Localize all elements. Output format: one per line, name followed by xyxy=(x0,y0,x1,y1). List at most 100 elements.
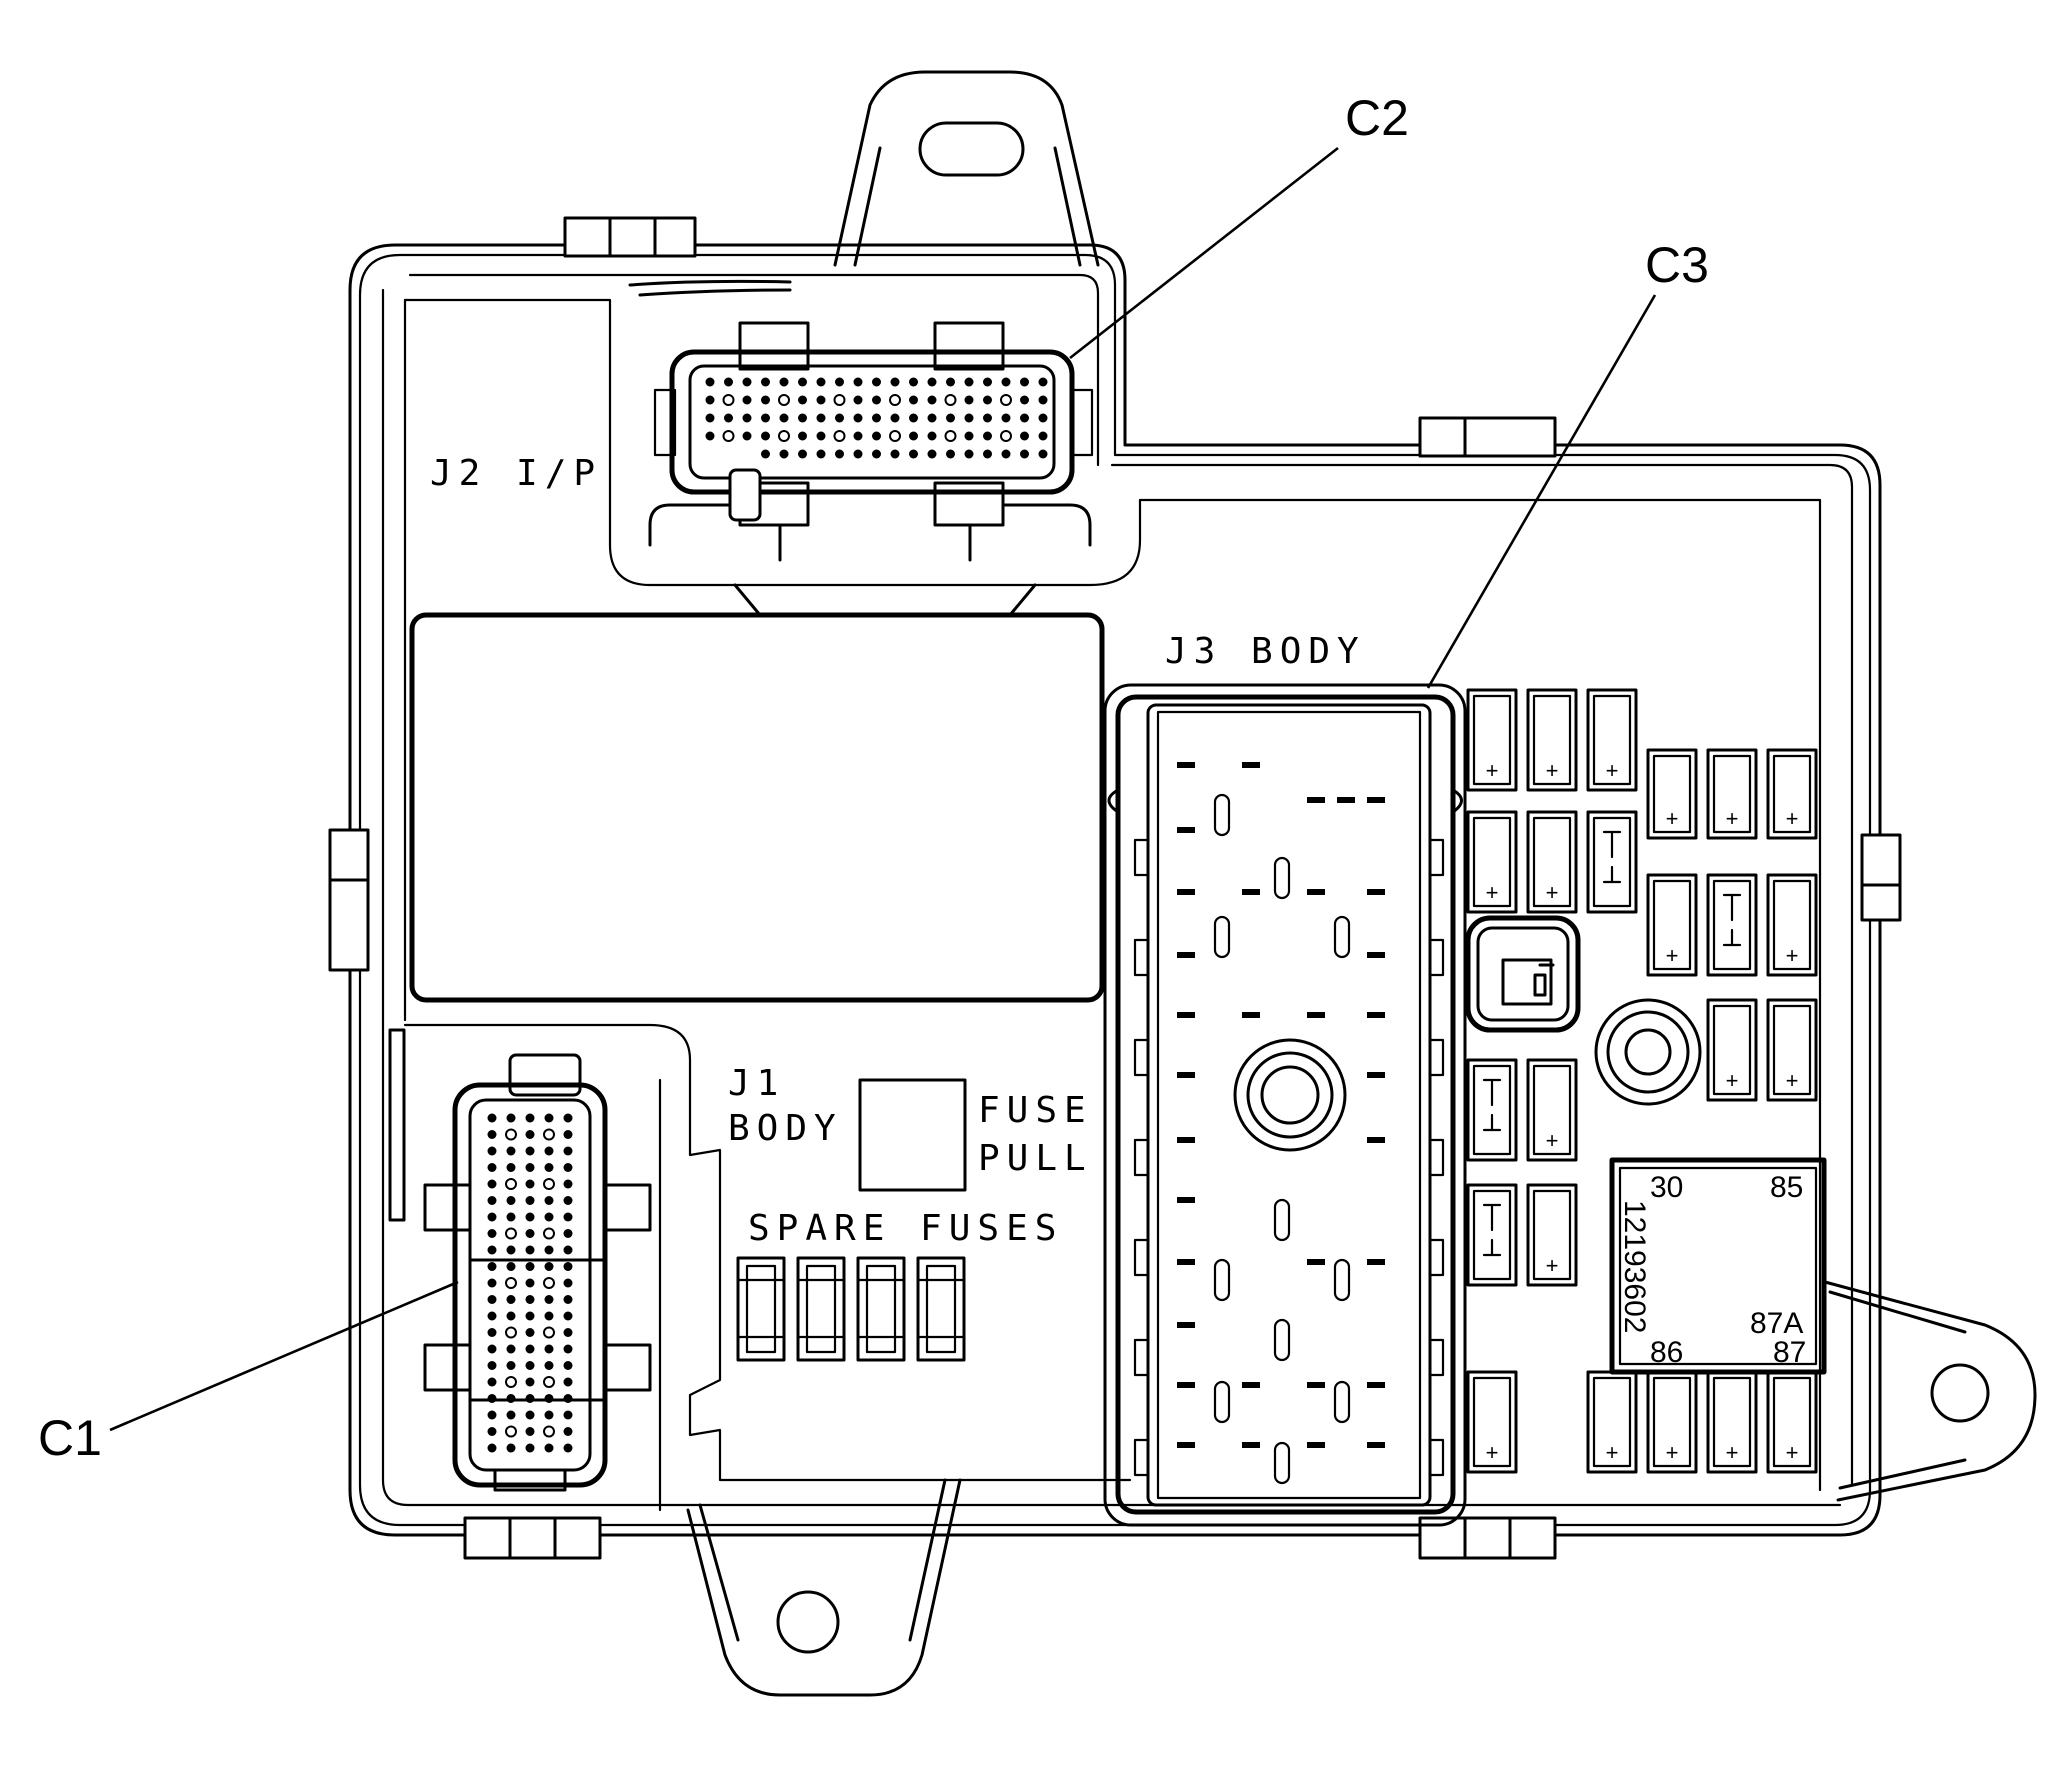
c2-pin xyxy=(872,431,881,441)
c3-side-tab xyxy=(1133,1238,1150,1277)
mini-fuse-body xyxy=(1772,1376,1812,1468)
c2-pin xyxy=(833,430,846,442)
c1-pin xyxy=(487,1410,497,1420)
c3-terminal-slot xyxy=(1213,915,1231,959)
c2-pin xyxy=(946,449,955,459)
c2-pin xyxy=(705,413,715,423)
c3-terminal-slot xyxy=(1213,1380,1231,1424)
c3-terminal-slot xyxy=(1333,1258,1351,1302)
c3-side-tab xyxy=(1133,838,1150,877)
c3-terminal xyxy=(1367,952,1385,958)
c3-terminal-slot xyxy=(1273,1198,1291,1242)
mini-fuse-body xyxy=(1532,816,1572,908)
spare-fuse-blade xyxy=(745,1264,777,1354)
c3-terminal xyxy=(1177,1197,1195,1203)
c2-pin xyxy=(1001,413,1011,423)
c3-terminal xyxy=(1367,1382,1385,1388)
c1-pin xyxy=(525,1427,535,1436)
c2-pin xyxy=(833,394,846,406)
c3-side-tab xyxy=(1428,1438,1445,1477)
c3-terminal xyxy=(1177,1072,1195,1078)
c1-pin xyxy=(525,1179,535,1189)
c1-pin xyxy=(544,1394,554,1403)
c1-pin xyxy=(525,1278,535,1288)
c3-terminal xyxy=(1242,1382,1260,1388)
c2-pin xyxy=(705,431,715,441)
c3-side-tab xyxy=(1428,1138,1445,1177)
spare-fuse-blade xyxy=(925,1264,957,1354)
c2-pin xyxy=(909,413,918,423)
c3-terminal xyxy=(1177,827,1195,833)
c1-pin xyxy=(506,1295,516,1304)
spare-fuses-group xyxy=(736,1256,966,1362)
c2-pin xyxy=(983,395,992,405)
relay-part-number: 12193602 xyxy=(1618,1200,1651,1333)
c3-terminal xyxy=(1177,1137,1195,1143)
c3-terminal-slot xyxy=(1273,1318,1291,1362)
c1-pin xyxy=(487,1295,497,1304)
c1-pin xyxy=(544,1163,554,1172)
mini-fuse xyxy=(1466,1183,1518,1287)
c2-connector xyxy=(648,321,1094,562)
c2-pin xyxy=(798,395,807,405)
mini-fuse xyxy=(1766,748,1818,840)
c3-side-tabs xyxy=(1133,838,1445,1477)
fuse-plus-symbol: + xyxy=(1786,943,1799,968)
c2-pin xyxy=(1020,377,1029,387)
c1-pin xyxy=(525,1361,535,1370)
fuse-plus-symbol: + xyxy=(1546,880,1559,905)
c3-terminal-slot xyxy=(1213,793,1231,837)
c2-pin xyxy=(705,377,715,387)
mini-fuse xyxy=(1466,1370,1518,1474)
relay-pin-85: 85 xyxy=(1770,1171,1803,1204)
c2-pin xyxy=(816,449,826,459)
fuse-plus-symbol: + xyxy=(1726,806,1739,831)
label-j1-body: BODY xyxy=(728,1108,843,1149)
c1-pin xyxy=(525,1212,535,1222)
c1-pin xyxy=(525,1229,535,1238)
c2-pin xyxy=(927,431,937,441)
c1-pin xyxy=(487,1311,497,1321)
c1-pin xyxy=(487,1245,497,1255)
c2-pin xyxy=(724,377,733,387)
c1-connector xyxy=(388,1028,652,1492)
c2-pin xyxy=(1038,413,1048,423)
c3-side-tab xyxy=(1428,838,1445,877)
c2-pin xyxy=(835,377,844,387)
mini-fuse-body xyxy=(1652,754,1692,834)
c2-pin xyxy=(909,395,918,405)
c1-pin xyxy=(487,1394,497,1403)
mini-fuse xyxy=(1586,688,1638,792)
c2-pin xyxy=(798,413,807,423)
c1-pin xyxy=(525,1146,535,1156)
spare-fuse-blade xyxy=(865,1264,897,1354)
c2-pin xyxy=(1000,394,1012,406)
c2-pin xyxy=(927,449,937,459)
c2-pin xyxy=(798,377,807,387)
c1-pin xyxy=(525,1196,535,1205)
c1-pin xyxy=(544,1311,554,1321)
mini-fuse-body xyxy=(1472,694,1512,786)
c2-pin xyxy=(779,449,789,459)
mini-fuse xyxy=(1526,688,1578,792)
c1-pin xyxy=(543,1425,555,1438)
mini-fuse xyxy=(1586,810,1638,914)
c1-pin xyxy=(505,1425,517,1438)
mini-fuse-body xyxy=(1532,694,1572,786)
c2-pin xyxy=(724,413,733,423)
mini-fuse xyxy=(1646,748,1698,840)
c1-pin xyxy=(525,1443,535,1453)
c3-terminal-layout xyxy=(1177,762,1385,1485)
c3-terminal-slot xyxy=(1273,856,1291,900)
mini-fuse-body xyxy=(1772,879,1812,971)
fuse-plus-symbol: + xyxy=(1786,806,1799,831)
c2-pin xyxy=(853,431,863,441)
c2-pin xyxy=(983,431,992,441)
c2-pin xyxy=(909,449,918,459)
c2-pin xyxy=(761,431,770,441)
fuse-symbol xyxy=(1602,830,1622,884)
c2-pin xyxy=(722,394,735,406)
c1-pin xyxy=(487,1212,497,1222)
c1-pin xyxy=(505,1128,517,1141)
